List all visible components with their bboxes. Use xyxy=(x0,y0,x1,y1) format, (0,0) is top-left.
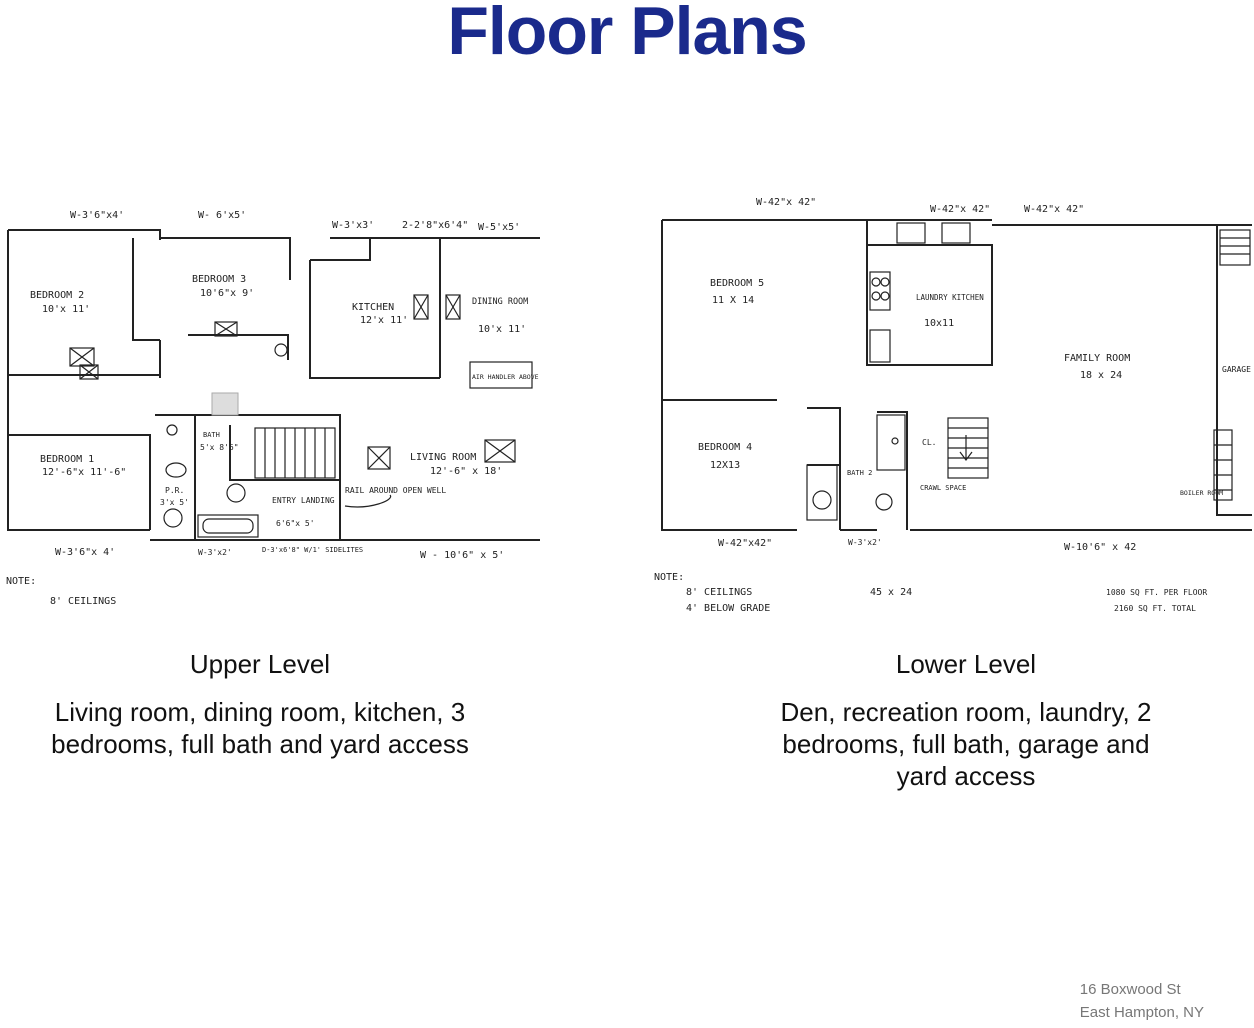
lower-window-label: W-3'x2' xyxy=(848,538,882,547)
lower-note-label: NOTE: xyxy=(654,572,684,583)
closet-label: CL. xyxy=(922,438,936,447)
room-size-bedroom-3: 10'6"x 9' xyxy=(200,288,254,299)
upper-window-label: W-3'x3' xyxy=(332,220,374,231)
lower-window-label: W-10'6" x 42 xyxy=(1064,542,1136,553)
lower-window-label: W-42"x42" xyxy=(718,538,772,549)
room-size-living: 12'-6" x 18' xyxy=(430,466,502,477)
lower-grade-note: 4' BELOW GRADE xyxy=(686,603,770,614)
room-label-kitchen: KITCHEN xyxy=(352,302,394,313)
upper-window-label: W-5'x5' xyxy=(478,222,520,233)
garage-label: GARAGE xyxy=(1222,365,1251,374)
room-label-powder-room: P.R. xyxy=(165,486,184,495)
room-size-laundry-kitchen: 10x11 xyxy=(924,318,954,329)
room-size-bedroom-2: 10'x 11' xyxy=(42,304,90,315)
upper-level-caption: Upper Level Living room, dining room, ki… xyxy=(30,648,490,760)
room-label-bedroom-5: BEDROOM 5 xyxy=(710,278,764,289)
lower-window-label: W-42"x 42" xyxy=(1024,204,1084,215)
room-label-bath: BATH xyxy=(203,431,220,439)
upper-window-label: W-3'x2' xyxy=(198,548,232,557)
room-size-kitchen: 12'x 11' xyxy=(360,315,408,326)
upper-window-label: 2-2'8"x6'4" xyxy=(402,220,468,231)
room-size-bedroom-4: 12X13 xyxy=(710,460,740,471)
room-label-bedroom-1: BEDROOM 1 xyxy=(40,454,94,465)
lower-window-label: W-42"x 42" xyxy=(756,197,816,208)
lower-level-description: Den, recreation room, laundry, 2 bedroom… xyxy=(780,697,1152,791)
upper-level-description: Living room, dining room, kitchen, 3 bed… xyxy=(51,697,469,759)
room-size-bedroom-5: 11 X 14 xyxy=(712,295,754,306)
address-street: 16 Boxwood St xyxy=(1079,981,1181,998)
room-size-dining: 10'x 11' xyxy=(478,324,526,335)
upper-window-label: W- 6'x5' xyxy=(198,210,246,221)
address-footer: 16 Boxwood St East Hampton, NY xyxy=(1080,978,1204,1024)
address-city: East Hampton, NY xyxy=(1079,1004,1204,1021)
lower-level-caption: Lower Level Den, recreation room, laundr… xyxy=(756,648,1176,792)
room-size-family-room: 18 x 24 xyxy=(1080,370,1122,381)
room-label-living: LIVING ROOM xyxy=(410,452,476,463)
upper-level-floor-plan: W-3'6"x4' W- 6'x5' W-3'x3' 2-2'8"x6'4" W… xyxy=(0,90,560,640)
lower-ceilings-note: 8' CEILINGS xyxy=(686,587,752,598)
room-label-family-room: FAMILY ROOM xyxy=(1064,353,1130,364)
room-size-bath: 5'x 8'6" xyxy=(200,443,239,452)
room-size-powder-room: 3'x 5' xyxy=(160,498,189,507)
upper-window-label: W - 10'6" x 5' xyxy=(420,550,504,561)
rail-label: RAIL AROUND OPEN WELL xyxy=(345,486,446,495)
room-label-laundry-kitchen: LAUNDRY KITCHEN xyxy=(916,293,984,302)
room-size-bedroom-1: 12'-6"x 11'-6" xyxy=(42,467,126,478)
room-label-dining: DINING ROOM xyxy=(472,297,528,307)
air-handler-label: AIR HANDLER ABOVE xyxy=(472,373,539,381)
room-size-entry: 6'6"x 5' xyxy=(276,519,315,528)
crawl-space-label: CRAWL SPACE xyxy=(920,484,966,492)
upper-window-label: W-3'6"x4' xyxy=(70,210,124,221)
room-label-bedroom-2: BEDROOM 2 xyxy=(30,290,84,301)
lower-level-floor-plan: W-42"x 42" W-42"x 42" W-42"x 42" BEDROOM… xyxy=(652,90,1254,640)
upper-door-label: D-3'x6'8" W/1' SIDELITES xyxy=(262,546,363,554)
sqft-total-label: 2160 SQ FT. TOTAL xyxy=(1114,604,1196,613)
upper-level-heading: Upper Level xyxy=(189,649,331,679)
lower-level-heading: Lower Level xyxy=(895,649,1037,679)
room-label-bath-2: BATH 2 xyxy=(847,469,872,477)
upper-window-label: W-3'6"x 4' xyxy=(55,547,115,558)
room-label-bedroom-4: BEDROOM 4 xyxy=(698,442,752,453)
upper-note-label: NOTE: xyxy=(6,576,36,587)
lower-window-label: W-42"x 42" xyxy=(930,204,990,215)
upper-ceilings-note: 8' CEILINGS xyxy=(50,596,116,607)
room-label-entry: ENTRY LANDING xyxy=(272,496,335,505)
boiler-room-label: BOILER ROOM xyxy=(1180,489,1223,497)
house-dimensions-label: 45 x 24 xyxy=(870,587,912,598)
room-label-bedroom-3: BEDROOM 3 xyxy=(192,274,246,285)
sqft-per-floor-label: 1080 SQ FT. PER FLOOR xyxy=(1106,588,1207,597)
page-title: Floor Plans xyxy=(447,0,807,69)
